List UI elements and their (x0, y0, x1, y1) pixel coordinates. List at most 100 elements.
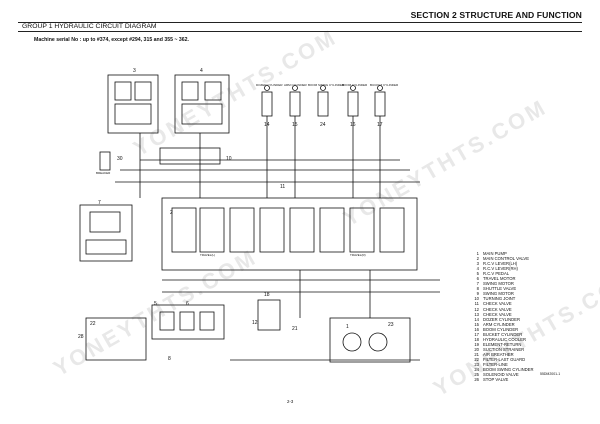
legend-item: 15 ARM CYLINDER (468, 322, 534, 327)
small-label: TRAVEL(R) (350, 253, 366, 257)
legend-number: 23 (474, 362, 479, 368)
legend-item: 22 FILTER-LAST GUARD (468, 357, 534, 362)
legend-item: 14 DOZER CYLINDER (468, 317, 534, 322)
legend-text: AIR BREATHER (483, 351, 514, 357)
legend-text: R.C.V PEDAL (483, 271, 510, 277)
callout-12: 12 (252, 320, 258, 326)
legend-item: 18 HYDRAULIC COOLER (468, 337, 534, 342)
legend-number: 2 (476, 256, 479, 262)
legend-text: HYDRAULIC COOLER (483, 336, 527, 342)
callout-23: 23 (388, 322, 394, 328)
actuator-labels: DOZER CYLINDER ARM CYLINDER BOOM SWING C… (96, 83, 399, 257)
legend-text: SWING MOTOR (483, 281, 514, 287)
callout-7: 7 (98, 200, 101, 206)
legend-text: FILTER-LAST GUARD (483, 356, 526, 362)
legend-number: 24 (474, 367, 479, 373)
legend-text: ELEMENT-RETURN (483, 341, 522, 347)
legend-text: SUCTION STRAINER (483, 346, 525, 352)
legend-item: 3 R.C.V LEVER(LH) (468, 261, 534, 266)
rcv-pedal-block (85, 317, 147, 361)
callout-4: 4 (200, 68, 203, 74)
legend-number: 14 (474, 316, 479, 322)
group-title-bar: GROUP 1 HYDRAULIC CIRCUIT DIAGRAM (18, 22, 582, 32)
swing-motor-block (79, 204, 133, 262)
hydraulic-cooler (257, 299, 281, 331)
callout-8: 8 (168, 356, 171, 362)
legend-item: 16 BOOM CYLINDER (468, 327, 534, 332)
legend-number: 18 (474, 336, 479, 342)
legend-text: CHECK VALVE (483, 311, 512, 317)
callout-24: 24 (320, 122, 326, 128)
callout-5: 5 (154, 301, 157, 307)
callout-1: 1 (346, 324, 349, 330)
legend-number: 10 (474, 296, 479, 302)
callout-11: 11 (280, 184, 285, 190)
callout-28: 28 (78, 334, 84, 340)
figure-code: 55DM2001-1 (540, 372, 561, 376)
legend-number: 12 (474, 306, 479, 312)
legend-item: 23 FILTER-LINE (468, 362, 534, 367)
actuator-label: ARM CYLINDER (284, 83, 308, 87)
legend-number: 3 (476, 261, 479, 267)
legend-number: 16 (474, 326, 479, 332)
actuator-label: BUCKET CYLINDER (370, 83, 399, 87)
callout-10: 10 (226, 156, 232, 162)
legend-text: CHECK VALVE (483, 306, 512, 312)
legend-item: 19 ELEMENT-RETURN (468, 342, 534, 347)
legend-text: ARM CYLINDER (483, 321, 515, 327)
callout-3: 3 (133, 68, 136, 74)
legend-number: 8 (476, 286, 479, 292)
legend-text: DOZER CYLINDER (483, 316, 520, 322)
legend-text: FILTER-LINE (483, 362, 508, 368)
legend-number: 20 (474, 346, 479, 352)
callout-22: 22 (90, 321, 96, 327)
legend-text: STOP VALVE (483, 377, 509, 383)
callout-15: 15 (292, 122, 298, 128)
legend-text: R.C.V LEVER(LH) (483, 261, 518, 267)
callout-17: 17 (377, 122, 383, 128)
callout-21: 21 (292, 326, 298, 332)
main-pump (329, 317, 411, 363)
callout-16: 16 (350, 122, 356, 128)
legend-item: 9 SWING MOTOR (468, 291, 534, 296)
small-label: TRAVEL(L) (200, 253, 215, 257)
callout-2: 2 (170, 210, 173, 216)
small-label: BREAKER (96, 171, 111, 175)
section-title: SECTION 2 STRUCTURE AND FUNCTION (410, 10, 582, 20)
callout-30: 30 (117, 156, 123, 162)
legend-number: 4 (476, 266, 479, 272)
callout-6: 6 (186, 301, 189, 307)
travel-control-block (151, 304, 225, 340)
callout-18: 18 (264, 292, 270, 298)
legend-text: SHUTTLE VALVE (483, 286, 517, 292)
legend-number: 19 (474, 341, 479, 347)
legend-item: 12 CHECK VALVE (468, 307, 534, 312)
legend-item: 2 MAIN CONTROL VALVE (468, 256, 534, 261)
callout-14: 14 (264, 122, 270, 128)
legend-text: BOOM CYLINDER (483, 326, 519, 332)
serial-note: Machine serial No : up to #374, except #… (34, 37, 189, 43)
legend-number: 21 (474, 351, 479, 357)
legend-text: SWING MOTOR (483, 291, 514, 297)
legend-number: 22 (474, 356, 479, 362)
actuator-label: DOZER CYLINDER (256, 83, 283, 87)
legend-number: 5 (476, 271, 479, 277)
legend-text: MAIN CONTROL VALVE (483, 256, 529, 262)
legend-number: 15 (474, 321, 479, 327)
actuator-cylinders (261, 85, 386, 117)
actuator-label: BOOM CYLINDER (342, 83, 368, 87)
legend-text: BUCKET CYLINDER (483, 331, 523, 337)
legend-item: 20 SUCTION STRAINER (468, 347, 534, 352)
legend-number: 9 (476, 291, 479, 297)
rcv-lever-rh-block (174, 74, 230, 134)
page-number: 2-3 (287, 399, 294, 404)
legend-number: 26 (474, 377, 479, 383)
legend-item: 5 R.C.V PEDAL (468, 271, 534, 276)
